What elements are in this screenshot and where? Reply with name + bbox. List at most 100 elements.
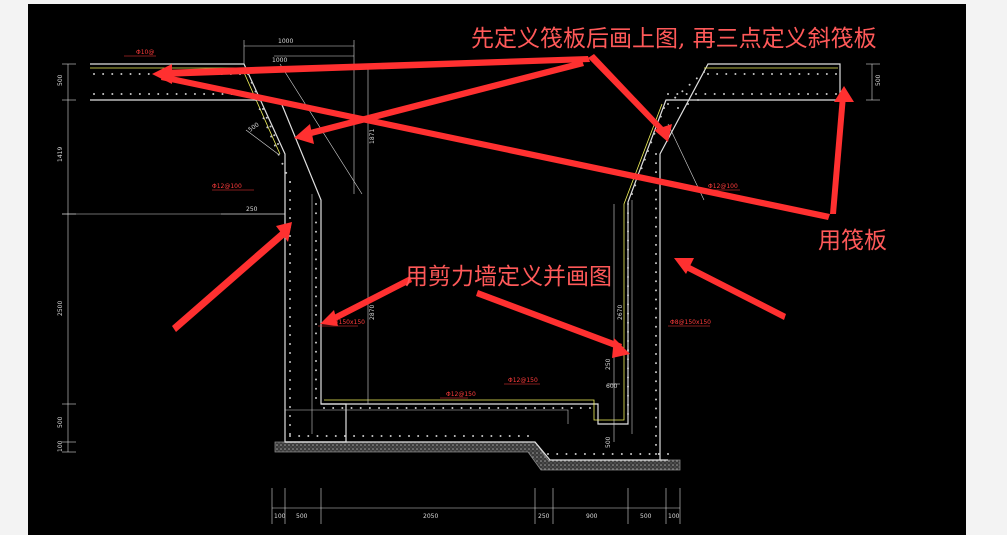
rebar-dot (655, 398, 657, 401)
rebar-dot (281, 162, 284, 165)
rebar-dot (807, 73, 810, 75)
rebar-dot (515, 407, 518, 409)
dim-bottom-0: 100 (274, 513, 286, 520)
note-left-slope: Φ12@100 (212, 183, 242, 190)
rebar-dot (807, 93, 809, 95)
rebar-dot (289, 280, 291, 282)
rebar-dot (655, 271, 657, 274)
arrow-middle-to-right-head (612, 338, 630, 358)
rebar-dot (289, 199, 291, 201)
rebar-dot (405, 407, 408, 409)
cad-drawing-canvas[interactable]: 100 500 2050 250 900 500 100 500 1419 25… (28, 4, 966, 535)
rebar-dot (676, 93, 679, 95)
rebar-dot (655, 243, 657, 246)
rebar-dot (453, 435, 456, 437)
rebar-dot (517, 435, 520, 437)
rebar-dot (289, 217, 291, 219)
rebar-dot (524, 407, 527, 409)
rebar-dot (138, 93, 141, 95)
rebar-dot (627, 321, 629, 324)
rebar-dot (315, 369, 317, 372)
rebar-dot (593, 453, 596, 455)
rebar-dot (334, 435, 337, 437)
rebar-dot (655, 253, 657, 255)
rebar-dot (648, 453, 651, 455)
rebar-dot (315, 313, 317, 316)
rebar-dot (506, 407, 509, 409)
rebar-dot (478, 407, 481, 409)
rebar-dot (697, 99, 699, 101)
rebar-dot (289, 181, 291, 183)
annotation-right: 用筏板 (818, 228, 887, 254)
rebar-dot (687, 103, 689, 105)
dim-left-4: 100 (57, 440, 64, 452)
rebar-dot (570, 407, 573, 409)
rebar-dot (655, 407, 657, 410)
rebar-dot (655, 362, 657, 365)
rebar-dot (359, 407, 362, 409)
rebar-dot (640, 167, 643, 170)
rebar-dot (315, 304, 317, 307)
rebar-dot (408, 435, 410, 437)
rebar-dot (315, 249, 317, 252)
rebar-dot (315, 203, 317, 205)
rebar-dot (315, 286, 317, 289)
rebar-notes: Φ10@ Φ12@100 Φ8@150x150 Φ12@100 Φ8@150x1… (136, 49, 738, 398)
rebar-dot (451, 407, 454, 409)
rebar-dot (157, 93, 160, 95)
rebar-dot (627, 367, 629, 370)
rebar-dot (655, 189, 657, 192)
rebar-dot (289, 433, 291, 435)
rebar-dot (316, 435, 319, 437)
dim-bottom-4: 900 (586, 513, 598, 520)
rebar-dot (315, 221, 317, 224)
rebar-dot (462, 435, 465, 437)
dim-right-0: 2670 (617, 305, 624, 320)
rebar-dot (497, 407, 500, 409)
rebar-dot (258, 108, 261, 111)
rebar-dot (398, 435, 401, 437)
rebar-dot (378, 407, 381, 409)
rebar-dot (732, 93, 735, 95)
rebar-dot (147, 73, 150, 75)
rebar-dot (289, 190, 291, 192)
rebar-dot (481, 435, 484, 437)
arrow-left-wall-head (276, 222, 292, 242)
rebar-dot (270, 135, 273, 138)
note-right-slope: Φ12@100 (708, 183, 738, 190)
rebar-dot (254, 90, 257, 93)
rebar-dot (574, 453, 577, 455)
rebar-dot (221, 93, 224, 95)
rebar-dot (166, 93, 169, 95)
rebar-dot (111, 73, 114, 75)
rebar-dot (266, 126, 269, 129)
rebar-dot (627, 212, 629, 215)
rebar-dot (111, 93, 114, 95)
rebar-dot (193, 93, 196, 95)
other-dimensions: 1000 1000 500 250 1871 2870 2670 250 600… (246, 38, 882, 448)
rebar-dot (611, 453, 614, 455)
rebar-dot (723, 93, 725, 95)
rebar-dot (627, 358, 629, 361)
rebar-dot (315, 332, 317, 335)
dim-right-2: 600 (606, 383, 618, 390)
rebar-dot (650, 141, 653, 144)
dim-rightside-0: 500 (875, 74, 882, 86)
rebar-dot (627, 239, 629, 242)
rebar-dot (655, 343, 657, 346)
rebar-dot (285, 171, 288, 174)
dim-bottom-1: 500 (296, 513, 308, 520)
rebar-dot (779, 93, 781, 95)
arrow-right-wall (682, 262, 786, 320)
rebar-dot (323, 407, 325, 409)
rebar-dot (589, 407, 591, 409)
rebar-dot (315, 341, 317, 344)
rebar-dot (289, 244, 291, 246)
rebar-dot (655, 389, 657, 392)
rebar-dot (315, 397, 317, 399)
rebar-dot (725, 73, 728, 75)
dim-bottom-3: 250 (538, 513, 550, 520)
rebar-dot (627, 394, 629, 397)
rebar-dot (655, 334, 657, 337)
rebar-dot (627, 257, 629, 260)
